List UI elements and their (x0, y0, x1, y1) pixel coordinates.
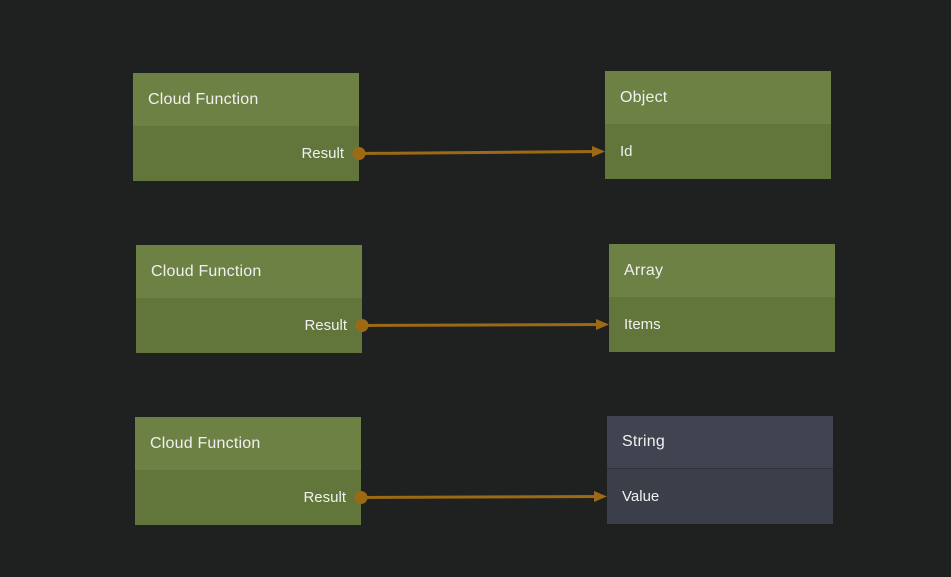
node-title: String (622, 433, 665, 450)
output-port-label: Result (304, 317, 347, 334)
input-port-row-id[interactable]: Id (605, 124, 831, 179)
connection-wire[interactable] (352, 146, 606, 160)
node-header: String (607, 416, 833, 469)
node-cloud-function-1[interactable]: Cloud Function Result (133, 73, 359, 181)
node-body: Result (135, 470, 361, 525)
node-title: Array (624, 261, 664, 279)
node-title: Object (620, 88, 668, 106)
output-port-row-result[interactable]: Result (133, 126, 359, 181)
arrowhead-icon (594, 491, 607, 502)
node-header: Object (605, 71, 831, 124)
node-body: Id (605, 124, 831, 179)
node-body: Result (133, 126, 359, 181)
node-array[interactable]: Array Items (609, 244, 835, 352)
node-body: Items (609, 297, 835, 352)
output-port-row-result[interactable]: Result (135, 470, 361, 525)
output-port-label: Result (301, 145, 344, 162)
connection-wire[interactable] (354, 491, 608, 504)
node-body: Value (607, 469, 833, 524)
input-port-row-items[interactable]: Items (609, 297, 835, 352)
node-cloud-function-2[interactable]: Cloud Function Result (136, 245, 362, 353)
node-header: Array (609, 244, 835, 297)
output-port-row-result[interactable]: Result (136, 298, 362, 353)
node-header: Cloud Function (135, 417, 361, 470)
arrowhead-icon (592, 146, 605, 157)
node-title: Cloud Function (151, 262, 262, 280)
node-string[interactable]: String Value (607, 416, 833, 524)
node-header: Cloud Function (136, 245, 362, 298)
input-port-label: Value (622, 488, 660, 505)
arrowhead-icon (596, 319, 609, 330)
node-cloud-function-3[interactable]: Cloud Function Result (135, 417, 361, 525)
input-port-row-value[interactable]: Value (607, 469, 833, 524)
input-port-label: Id (620, 143, 633, 160)
node-header: Cloud Function (133, 73, 359, 126)
connection-wire[interactable] (355, 319, 610, 332)
input-port-label: Items (624, 316, 661, 333)
node-body: Result (136, 298, 362, 353)
output-port-label: Result (303, 489, 346, 506)
node-object[interactable]: Object Id (605, 71, 831, 179)
node-title: Cloud Function (148, 90, 259, 108)
node-title: Cloud Function (150, 434, 261, 452)
